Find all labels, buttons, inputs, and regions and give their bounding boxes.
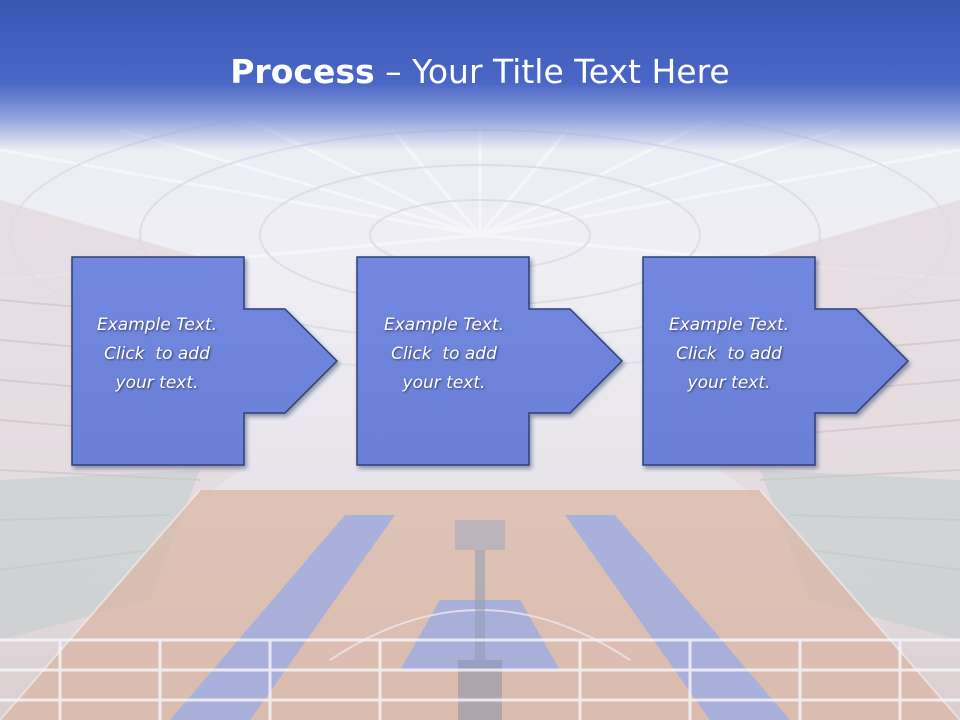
process-step-1-text[interactable]: Example Text. Click to add your text. bbox=[82, 311, 232, 398]
step-text-line: your text. bbox=[687, 373, 771, 393]
step-text-line: your text. bbox=[115, 373, 199, 393]
slide-title[interactable]: Process – Your Title Text Here bbox=[0, 52, 960, 91]
step-text-line: Click to add bbox=[391, 344, 497, 364]
step-text-line: your text. bbox=[402, 373, 486, 393]
process-step-1-shape[interactable] bbox=[71, 256, 339, 466]
step-text-line: Example Text. bbox=[96, 315, 218, 335]
step-text-line: Example Text. bbox=[383, 315, 505, 335]
step-text-line: Example Text. bbox=[668, 315, 790, 335]
process-step-3-shape[interactable] bbox=[642, 256, 910, 466]
step-text-line: Click to add bbox=[676, 344, 782, 364]
process-step-2-shape[interactable] bbox=[356, 256, 624, 466]
title-bold: Process bbox=[230, 52, 375, 91]
title-rest: – Your Title Text Here bbox=[374, 52, 730, 91]
process-step-3-text[interactable]: Example Text. Click to add your text. bbox=[654, 311, 804, 398]
step-text-line: Click to add bbox=[104, 344, 210, 364]
process-step-2-text[interactable]: Example Text. Click to add your text. bbox=[369, 311, 519, 398]
title-bar bbox=[0, 0, 960, 150]
